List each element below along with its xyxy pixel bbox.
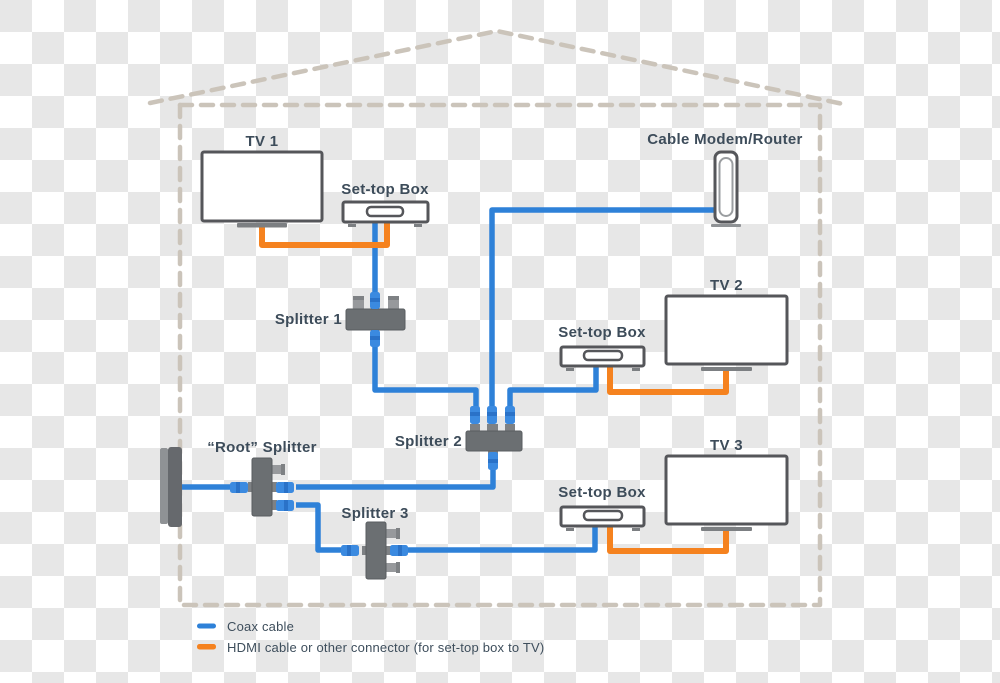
coax-splitter3-to-stb3 (406, 524, 598, 553)
house-outline (147, 28, 846, 608)
tv3 (664, 454, 789, 531)
stb2 (559, 345, 646, 371)
coax-connectors (230, 292, 515, 556)
stb1-label: Set-top Box (341, 181, 429, 198)
modem-label: Cable Modem/Router (647, 131, 803, 148)
coax-connector (276, 482, 294, 493)
legend-coax-label: Coax cable (227, 619, 295, 634)
stb3-foot (566, 528, 574, 531)
legend-swatches (197, 623, 216, 650)
tv2-screen (664, 294, 789, 366)
roof-dashed-line (147, 28, 846, 107)
splitter1-label: Splitter 1 (274, 311, 342, 328)
stb2-foot (566, 368, 574, 371)
coax-connector (505, 406, 515, 424)
tv1-label: TV 1 (245, 133, 279, 150)
coax-stb2-to-splitter2 (507, 364, 599, 412)
stb1-foot (414, 224, 422, 227)
stb2-foot (632, 368, 640, 371)
tv1-screen (200, 150, 324, 223)
stb3 (559, 505, 646, 531)
coax-root-to-splitter3 (296, 502, 344, 553)
tv3-label: TV 3 (710, 437, 743, 454)
stb1 (341, 200, 430, 227)
tv2-stand (701, 367, 752, 371)
root-splitter-body (251, 457, 273, 517)
coax-connector (470, 406, 480, 424)
root-splitter-label: “Root” Splitter (207, 439, 317, 456)
legend-hdmi-swatch (197, 644, 216, 650)
coax-splitter1-to-splitter2 (372, 328, 479, 412)
tv2 (664, 294, 789, 371)
modem-front-panel (718, 157, 734, 217)
hdmi-stb2-to-tv2 (607, 364, 729, 395)
hdmi-stb3-to-tv3 (607, 524, 729, 554)
coax-connector (276, 500, 294, 511)
stb1-foot (348, 224, 356, 227)
coax-connector (370, 292, 380, 309)
coax-root-to-splitter2 (296, 452, 496, 490)
cable-modem-router (711, 150, 741, 227)
coax-connector (370, 330, 380, 347)
coax-connector (341, 545, 359, 556)
hdmi-tv1-to-stb1 (259, 221, 390, 248)
stb2-label: Set-top Box (558, 324, 646, 341)
splitter2-body (465, 430, 523, 452)
coax-connector (390, 545, 408, 556)
tv3-stand (701, 527, 752, 531)
wall-entry-plate (160, 447, 182, 527)
walls-floor-dashed-line (177, 102, 823, 608)
stb3-label: Set-top Box (558, 484, 646, 501)
tv1 (200, 150, 324, 228)
splitter2-label: Splitter 2 (394, 433, 462, 450)
stb3-foot (632, 528, 640, 531)
coax-modem-to-splitter2 (489, 207, 716, 412)
tv1-stand (237, 223, 287, 228)
splitter1-body (345, 308, 406, 331)
modem-body (713, 150, 739, 224)
tv3-screen (664, 454, 789, 526)
coax-connector (487, 406, 497, 424)
stb2-slot (582, 349, 624, 362)
tv2-label: TV 2 (710, 277, 743, 294)
coax-connector (488, 452, 498, 470)
modem-base (711, 224, 741, 227)
legend-coax-swatch (197, 623, 216, 629)
legend-hdmi-label: HDMI cable or other connector (for set-t… (227, 640, 545, 655)
splitter3-body (365, 521, 387, 580)
splitter3-label: Splitter 3 (341, 505, 409, 522)
coax-connector (230, 482, 248, 493)
stb1-slot (365, 205, 405, 218)
hdmi-cables (259, 221, 729, 554)
stb3-slot (582, 509, 624, 522)
